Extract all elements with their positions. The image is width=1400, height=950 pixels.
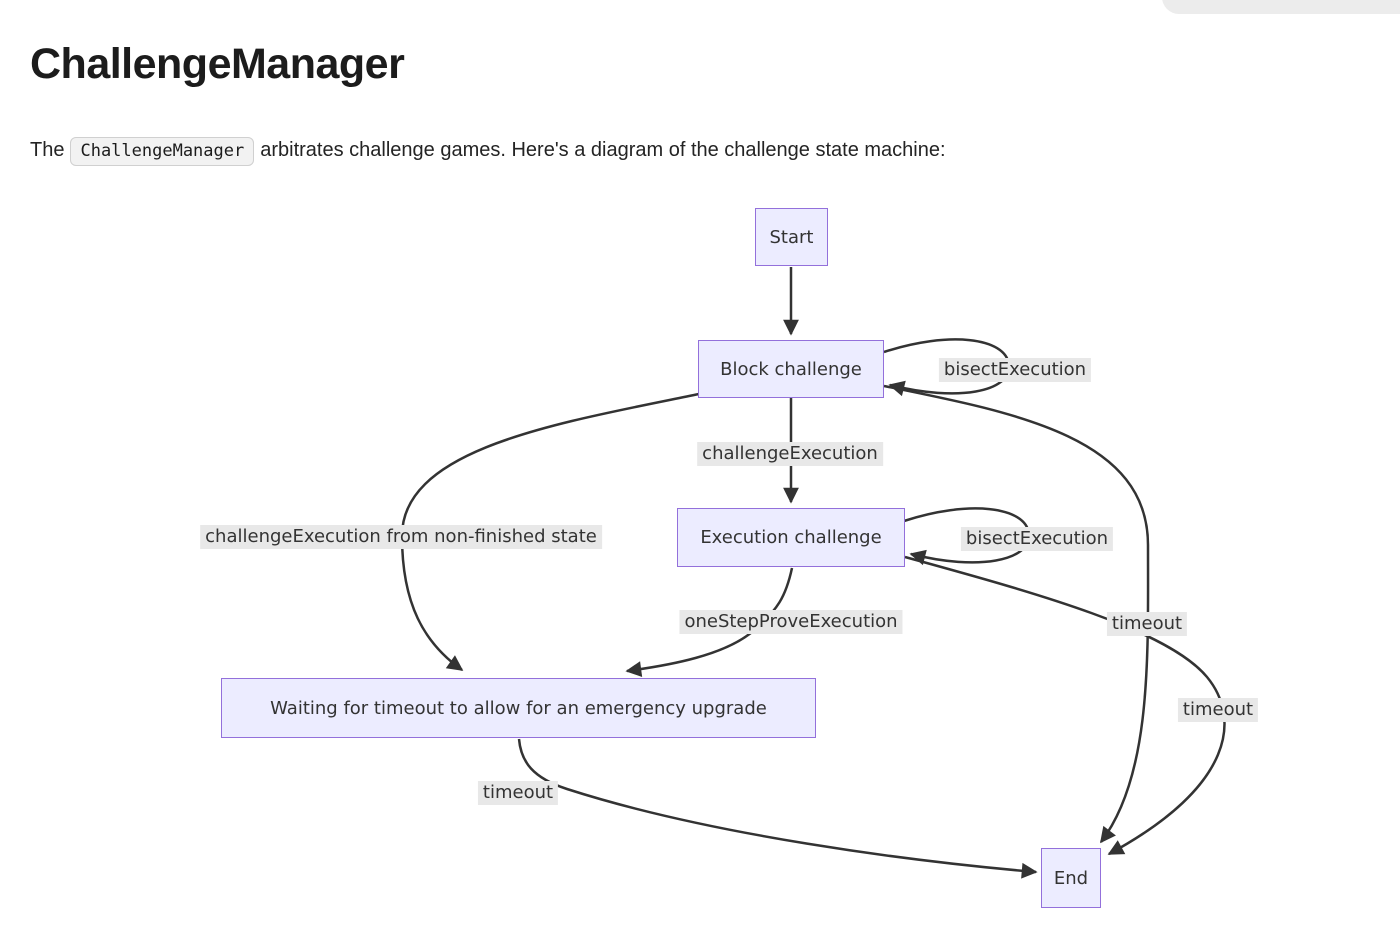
edge-block-to-waiting (400, 392, 700, 672)
floating-toolbar-pill[interactable] (1162, 0, 1400, 14)
state-node-start: Start (755, 208, 828, 266)
edge-block-to-end-timeout (883, 384, 1150, 844)
state-node-execution-challenge: Execution challenge (677, 508, 905, 567)
intro-suffix: arbitrates challenge games. Here's a dia… (260, 139, 946, 162)
edge-label-challenge-execution: challengeExecution (697, 442, 883, 466)
edge-label-bisect-execution-block: bisectExecution (938, 358, 1092, 382)
state-node-end: End (1041, 848, 1101, 908)
page-title: ChallengeManager (30, 40, 405, 88)
edge-label-bisect-execution-exec: bisectExecution (960, 527, 1114, 551)
edge-waiting-to-end-timeout (517, 738, 1038, 879)
edge-label-timeout-waiting-end: timeout (477, 781, 559, 805)
state-node-waiting-upgrade: Waiting for timeout to allow for an emer… (221, 678, 816, 738)
edge-label-one-step-prove-execution: oneStepProveExecution (679, 610, 903, 634)
edge-exec-to-waiting (625, 567, 794, 677)
edge-label-timeout-block-end: timeout (1106, 612, 1188, 636)
inline-code-challengemanager: ChallengeManager (70, 137, 255, 167)
edge-label-timeout-exec-end: timeout (1177, 698, 1259, 722)
state-node-block-challenge: Block challenge (698, 340, 884, 398)
edge-label-challenge-execution-non-finished: challengeExecution from non-finished sta… (200, 525, 602, 549)
intro-prefix: The (30, 139, 65, 162)
edge-exec-to-end-timeout (904, 555, 1226, 856)
